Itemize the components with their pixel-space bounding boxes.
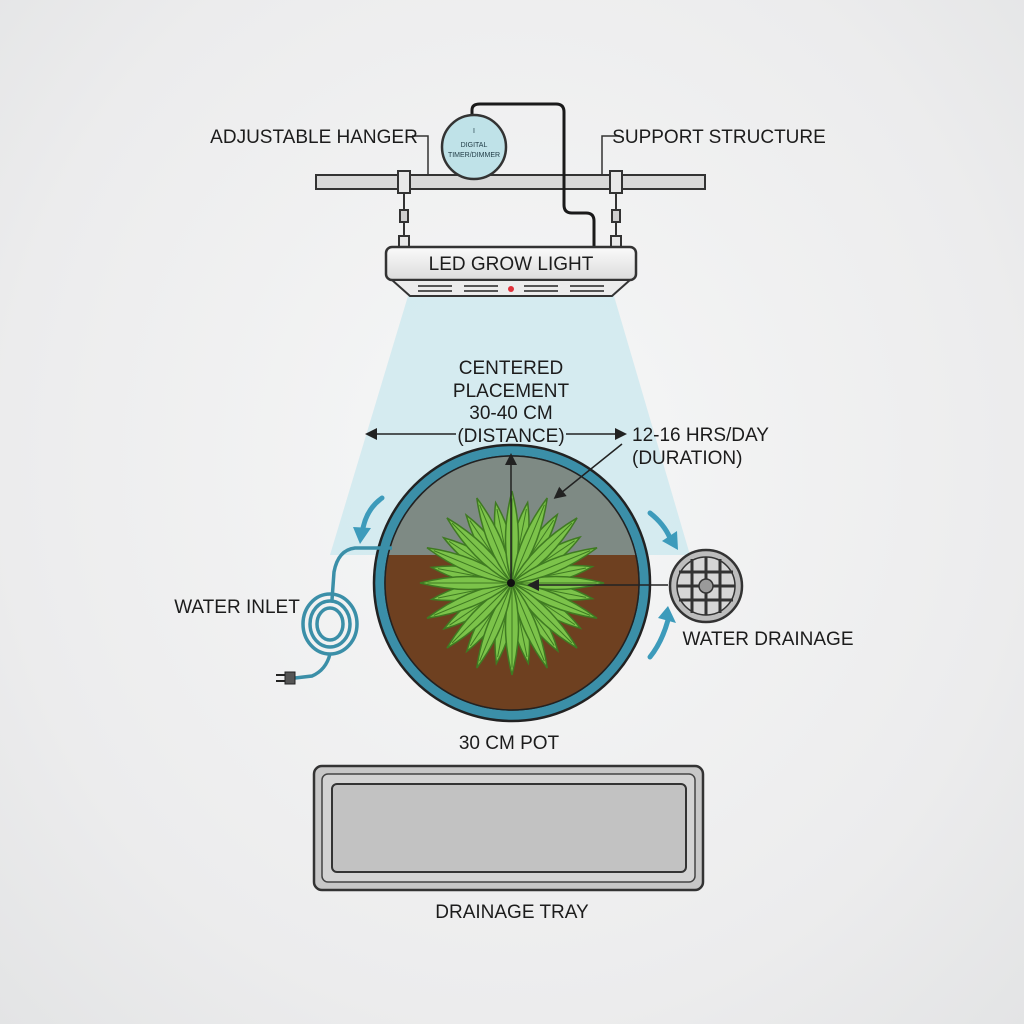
- led-grow-light-label: LED GROW LIGHT: [429, 254, 594, 275]
- leaf-vein: [433, 582, 513, 616]
- timer-label-line1: DIGITAL: [461, 142, 488, 149]
- duration-value-label: 12-16 HRS/DAY: [632, 425, 769, 446]
- drainage-tray: [312, 764, 705, 892]
- duration-pointer-arrow: [553, 443, 623, 499]
- hanger-leader-line: [412, 135, 429, 175]
- flow-arrowhead-right: [662, 531, 678, 550]
- power-indicator-led: [508, 286, 514, 292]
- distance-caption-label: (DISTANCE): [457, 426, 564, 447]
- drainage-tray-label: DRAINAGE TRAY: [435, 902, 589, 923]
- centered-placement-line2: PLACEMENT: [453, 381, 570, 402]
- leaf-vein: [451, 582, 513, 644]
- support-leader-line: [601, 135, 620, 175]
- water-inlet-hose: [294, 546, 392, 680]
- leaf-vein: [511, 582, 573, 644]
- pot-size-label: 30 CM POT: [459, 733, 560, 754]
- water-drainage-label: WATER DRAINAGE: [682, 629, 853, 650]
- leaf-vein: [511, 582, 591, 616]
- support-structure-label: SUPPORT STRUCTURE: [612, 127, 826, 148]
- leaf-vein: [479, 582, 513, 662]
- leaf-vein: [511, 522, 573, 584]
- leaf-vein: [433, 550, 513, 584]
- hose-connector: [276, 671, 296, 685]
- support-structure-bar: [315, 174, 706, 190]
- water-inlet-label: WATER INLET: [174, 597, 300, 618]
- adjustable-hanger-label: ADJUSTABLE HANGER: [210, 127, 418, 148]
- water-drainage-grate: [668, 548, 744, 624]
- duration-caption-label: (DURATION): [632, 448, 742, 469]
- leaf-vein: [479, 504, 513, 584]
- leaf-vein: [511, 582, 545, 662]
- leaf-vein: [511, 550, 591, 584]
- led-grow-light: LED GROW LIGHT: [384, 245, 638, 297]
- timer-mark: I: [473, 128, 475, 135]
- leaf-vein: [451, 522, 513, 584]
- distance-value-label: 30-40 CM: [469, 403, 552, 424]
- timer-label-line2: TIMER/DIMMER: [448, 152, 500, 159]
- centered-placement-line1: CENTERED: [459, 358, 564, 379]
- power-cable: [470, 102, 596, 248]
- adjustable-hanger-right: [609, 170, 623, 249]
- flow-arrowhead-bottom: [658, 606, 676, 623]
- flow-arrowhead-left: [353, 527, 371, 544]
- adjustable-hanger-left: [397, 170, 411, 249]
- digital-timer: I DIGITAL TIMER/DIMMER: [440, 113, 508, 181]
- leaf-vein: [511, 504, 545, 584]
